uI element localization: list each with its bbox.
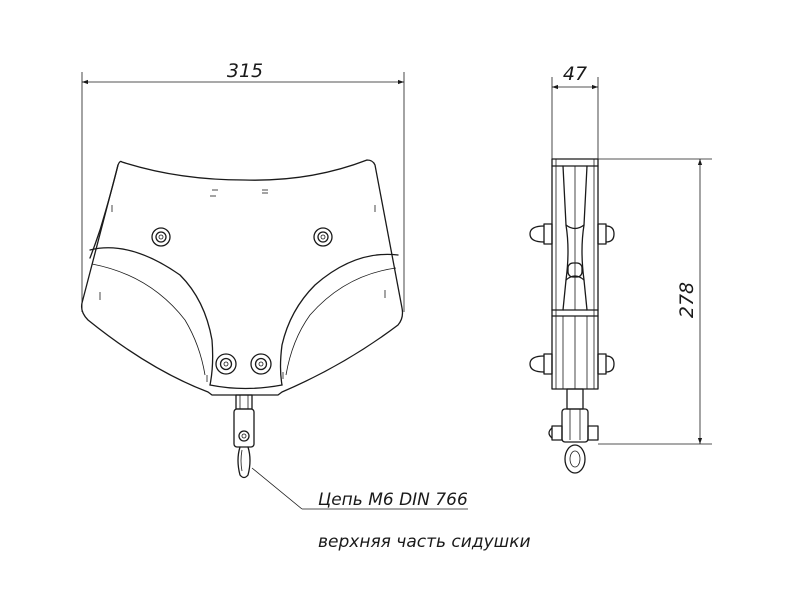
dimension-height: 278: [598, 158, 712, 445]
note-chain-spec: Цепь М6 DIN 766: [318, 490, 468, 510]
bolt-lower-right: [250, 353, 272, 375]
side-nut-lower-left: [529, 353, 553, 375]
dimension-height-label: 278: [676, 282, 698, 318]
side-view: [529, 158, 615, 474]
chain-fitting-side: [548, 388, 599, 474]
side-nut-upper-left: [529, 223, 553, 245]
side-nut-upper-right: [597, 223, 615, 245]
dimension-thickness: 47: [551, 63, 599, 159]
note-seat-part: верхняя часть сидушки: [318, 532, 531, 552]
bolt-upper-left: [151, 227, 171, 247]
seat-inner-curve-left: [91, 263, 206, 376]
bolt-lower-left: [215, 353, 237, 375]
seat-bottom-plate: [209, 384, 283, 390]
front-view: [80, 159, 404, 479]
dimension-width-label: 315: [227, 60, 263, 82]
side-nut-lower-right: [597, 353, 615, 375]
seat-wing-right: [279, 253, 399, 386]
bolt-upper-right: [313, 227, 333, 247]
seat-wing-left: [89, 247, 214, 386]
seat-outline: [80, 159, 404, 396]
leader-note: Цепь М6 DIN 766 верхняя часть сидушки: [251, 467, 531, 552]
dimension-width: 315: [81, 60, 405, 312]
dimension-thickness-label: 47: [563, 63, 587, 85]
seat-inner-curve-right: [285, 267, 397, 376]
chain-fitting-front: [233, 394, 255, 479]
slots: [99, 189, 386, 382]
